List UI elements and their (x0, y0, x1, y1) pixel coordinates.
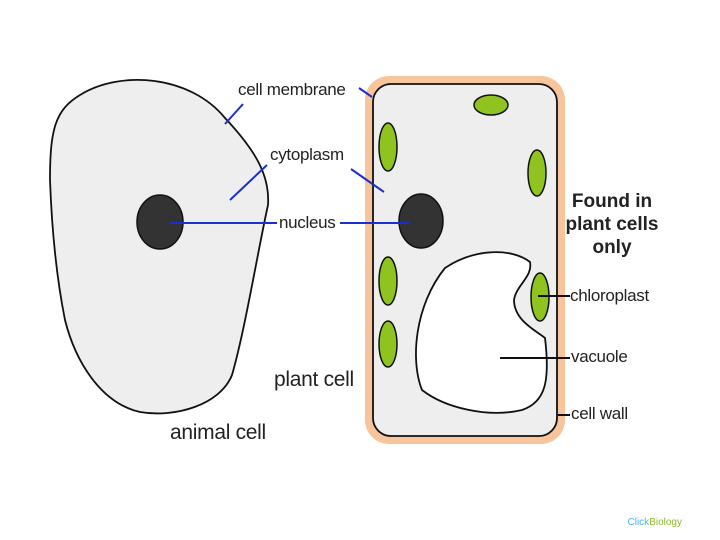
chloroplast-left-2 (378, 256, 398, 306)
label-plant-cell: plant cell (274, 368, 354, 391)
label-cell-wall: cell wall (571, 404, 628, 423)
pointer-cytoplasm-animal (229, 164, 268, 201)
label-nucleus: nucleus (279, 213, 336, 232)
label-animal-cell: animal cell (170, 421, 266, 444)
label-found-in-plant-cells-only: Found in plant cells only (562, 190, 662, 259)
pointer-membrane-plant (358, 87, 373, 98)
footer-brand-biology: Biology (649, 517, 682, 528)
pointer-membrane-animal (224, 103, 244, 125)
found-in-line-2: plant cells (565, 214, 659, 235)
label-vacuole: vacuole (571, 347, 628, 366)
pointer-cytoplasm-plant (350, 168, 385, 193)
chloroplast-top (473, 94, 509, 116)
vacuole (415, 251, 548, 414)
found-in-line-1: Found in (571, 191, 653, 212)
chloroplast-left-1 (378, 122, 398, 172)
label-cell-membrane: cell membrane (238, 80, 346, 99)
plant-nucleus (398, 193, 444, 249)
found-in-line-3: only (592, 237, 632, 258)
label-chloroplast: chloroplast (570, 286, 649, 305)
label-cytoplasm: cytoplasm (270, 145, 344, 164)
chloroplast-right-1 (527, 149, 547, 197)
chloroplast-left-3 (378, 320, 398, 368)
footer-brand-click: Click (627, 517, 650, 528)
footer-brand: ClickBiology (628, 517, 682, 528)
